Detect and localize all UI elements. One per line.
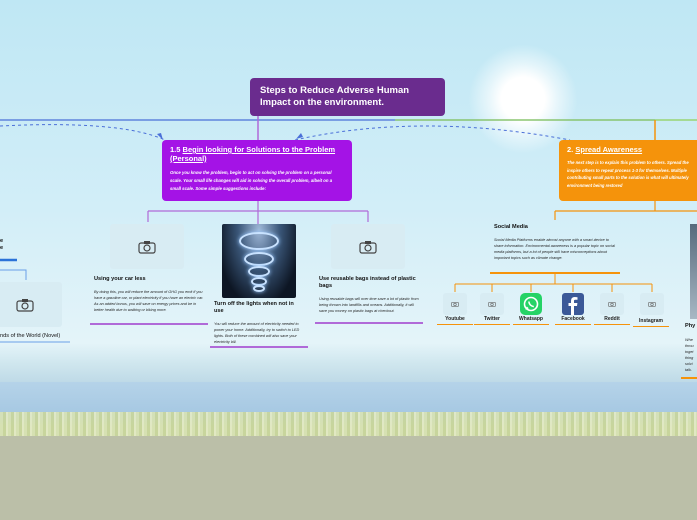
topic-title: 1.5 Begin looking for Solutions to the P… [170,145,344,163]
facebook-icon[interactable] [561,293,585,315]
child-title-bags[interactable]: Use reusable bags instead of plastic bag… [319,276,416,289]
light-ring [253,285,265,292]
book-label[interactable]: nds of the World (Novel) [0,333,61,339]
social-underline [474,324,510,325]
social-underline [594,324,630,325]
desc-line: contributing small parts to the solution… [567,175,689,180]
image-placeholder[interactable] [0,282,62,327]
social-label-youtube[interactable]: Youtube [445,316,465,322]
camera-icon [451,301,459,307]
desc-line: talk. [685,368,692,372]
image-placeholder[interactable] [331,224,405,269]
facebook-logo [562,293,584,315]
social-label-twitter[interactable]: Twitter [483,316,501,322]
instagram-icon-placeholder[interactable] [640,293,664,315]
desc-line: Whe [685,338,693,342]
topic-number: 2. [567,145,574,154]
twitter-icon-placeholder[interactable] [480,293,504,315]
camera-icon [16,298,34,312]
desc-line: inspire others to repeat process 1-3 for… [567,167,687,173]
social-underline [513,324,549,325]
topic-description: The next step is to explain this problem… [567,159,691,189]
image-placeholder[interactable] [110,224,184,269]
child-underline [90,323,208,325]
desc-line: thing [685,356,694,360]
partial-title: e [0,238,4,244]
child-desc-car: By doing this, you will reduce the amoun… [94,290,204,312]
child-desc-bags: Using reusable bags will over time save … [319,297,419,313]
social-media-title[interactable]: Social Media [494,224,528,230]
topic-title: 2. Spread Awareness [567,145,691,154]
social-media-desc: Social Media Platforms enable almost any… [494,238,615,260]
social-underline [555,324,591,325]
reddit-icon-placeholder[interactable] [600,293,624,315]
partial-photo[interactable] [690,224,697,319]
ceiling-lights-photo[interactable] [222,224,296,298]
youtube-icon-placeholder[interactable] [443,293,467,315]
social-underline [633,326,669,327]
desc-line: toget [685,350,694,354]
whatsapp-logo [520,293,542,315]
child-title-lights[interactable]: Turn off the lights when not in use [214,301,294,314]
sun-decoration [468,44,578,154]
camera-icon [648,301,656,307]
camera-icon [359,240,377,254]
child-underline [490,272,620,274]
desc-line: solvi [685,362,693,366]
light-ring [239,232,279,250]
social-label-reddit[interactable]: Reddit [604,316,620,322]
child-desc-lights: You will reduce the amount of electricit… [214,322,300,344]
light-ring [248,266,270,277]
root-node[interactable]: Steps to Reduce Adverse Human Impact on … [250,78,445,116]
light-ring [244,252,274,266]
social-label-instagram[interactable]: Instagram [639,318,663,324]
partial-title: Phy [685,323,696,329]
desc-line: The next step is to explain this problem… [567,160,689,165]
camera-icon [608,301,616,307]
whatsapp-icon[interactable] [519,293,543,315]
grass-band [0,412,697,438]
child-underline [315,322,423,324]
desc-line: throu [685,344,694,348]
topic-number: 1.5 [170,145,181,154]
social-underline [437,324,473,325]
topic-description: Once you know the problem, begin to act … [170,170,333,191]
root-title: Steps to Reduce Adverse Human Impact on … [260,85,410,108]
child-underline [210,346,308,348]
topic-title-link[interactable]: Begin looking for Solutions to the Probl… [170,145,336,163]
ground-band [0,436,697,520]
desc-line: environment being restored [567,182,623,188]
social-label-whatsapp[interactable]: Whatsapp [519,316,543,322]
camera-icon [138,240,156,254]
partial-title: e [0,245,4,251]
topic-spread-awareness[interactable]: 2. Spread Awareness The next step is to … [559,140,697,201]
water-band [0,382,697,414]
camera-icon [488,301,496,307]
topic-solutions-personal[interactable]: 1.5 Begin looking for Solutions to the P… [162,140,352,201]
child-title-car[interactable]: Using your car less [94,276,146,282]
partial-desc: Whe throu toget thing solvi talk. [685,337,697,373]
child-underline [681,377,697,379]
social-label-facebook[interactable]: Facebook [561,316,585,322]
topic-title-link[interactable]: Spread Awareness [575,145,643,154]
